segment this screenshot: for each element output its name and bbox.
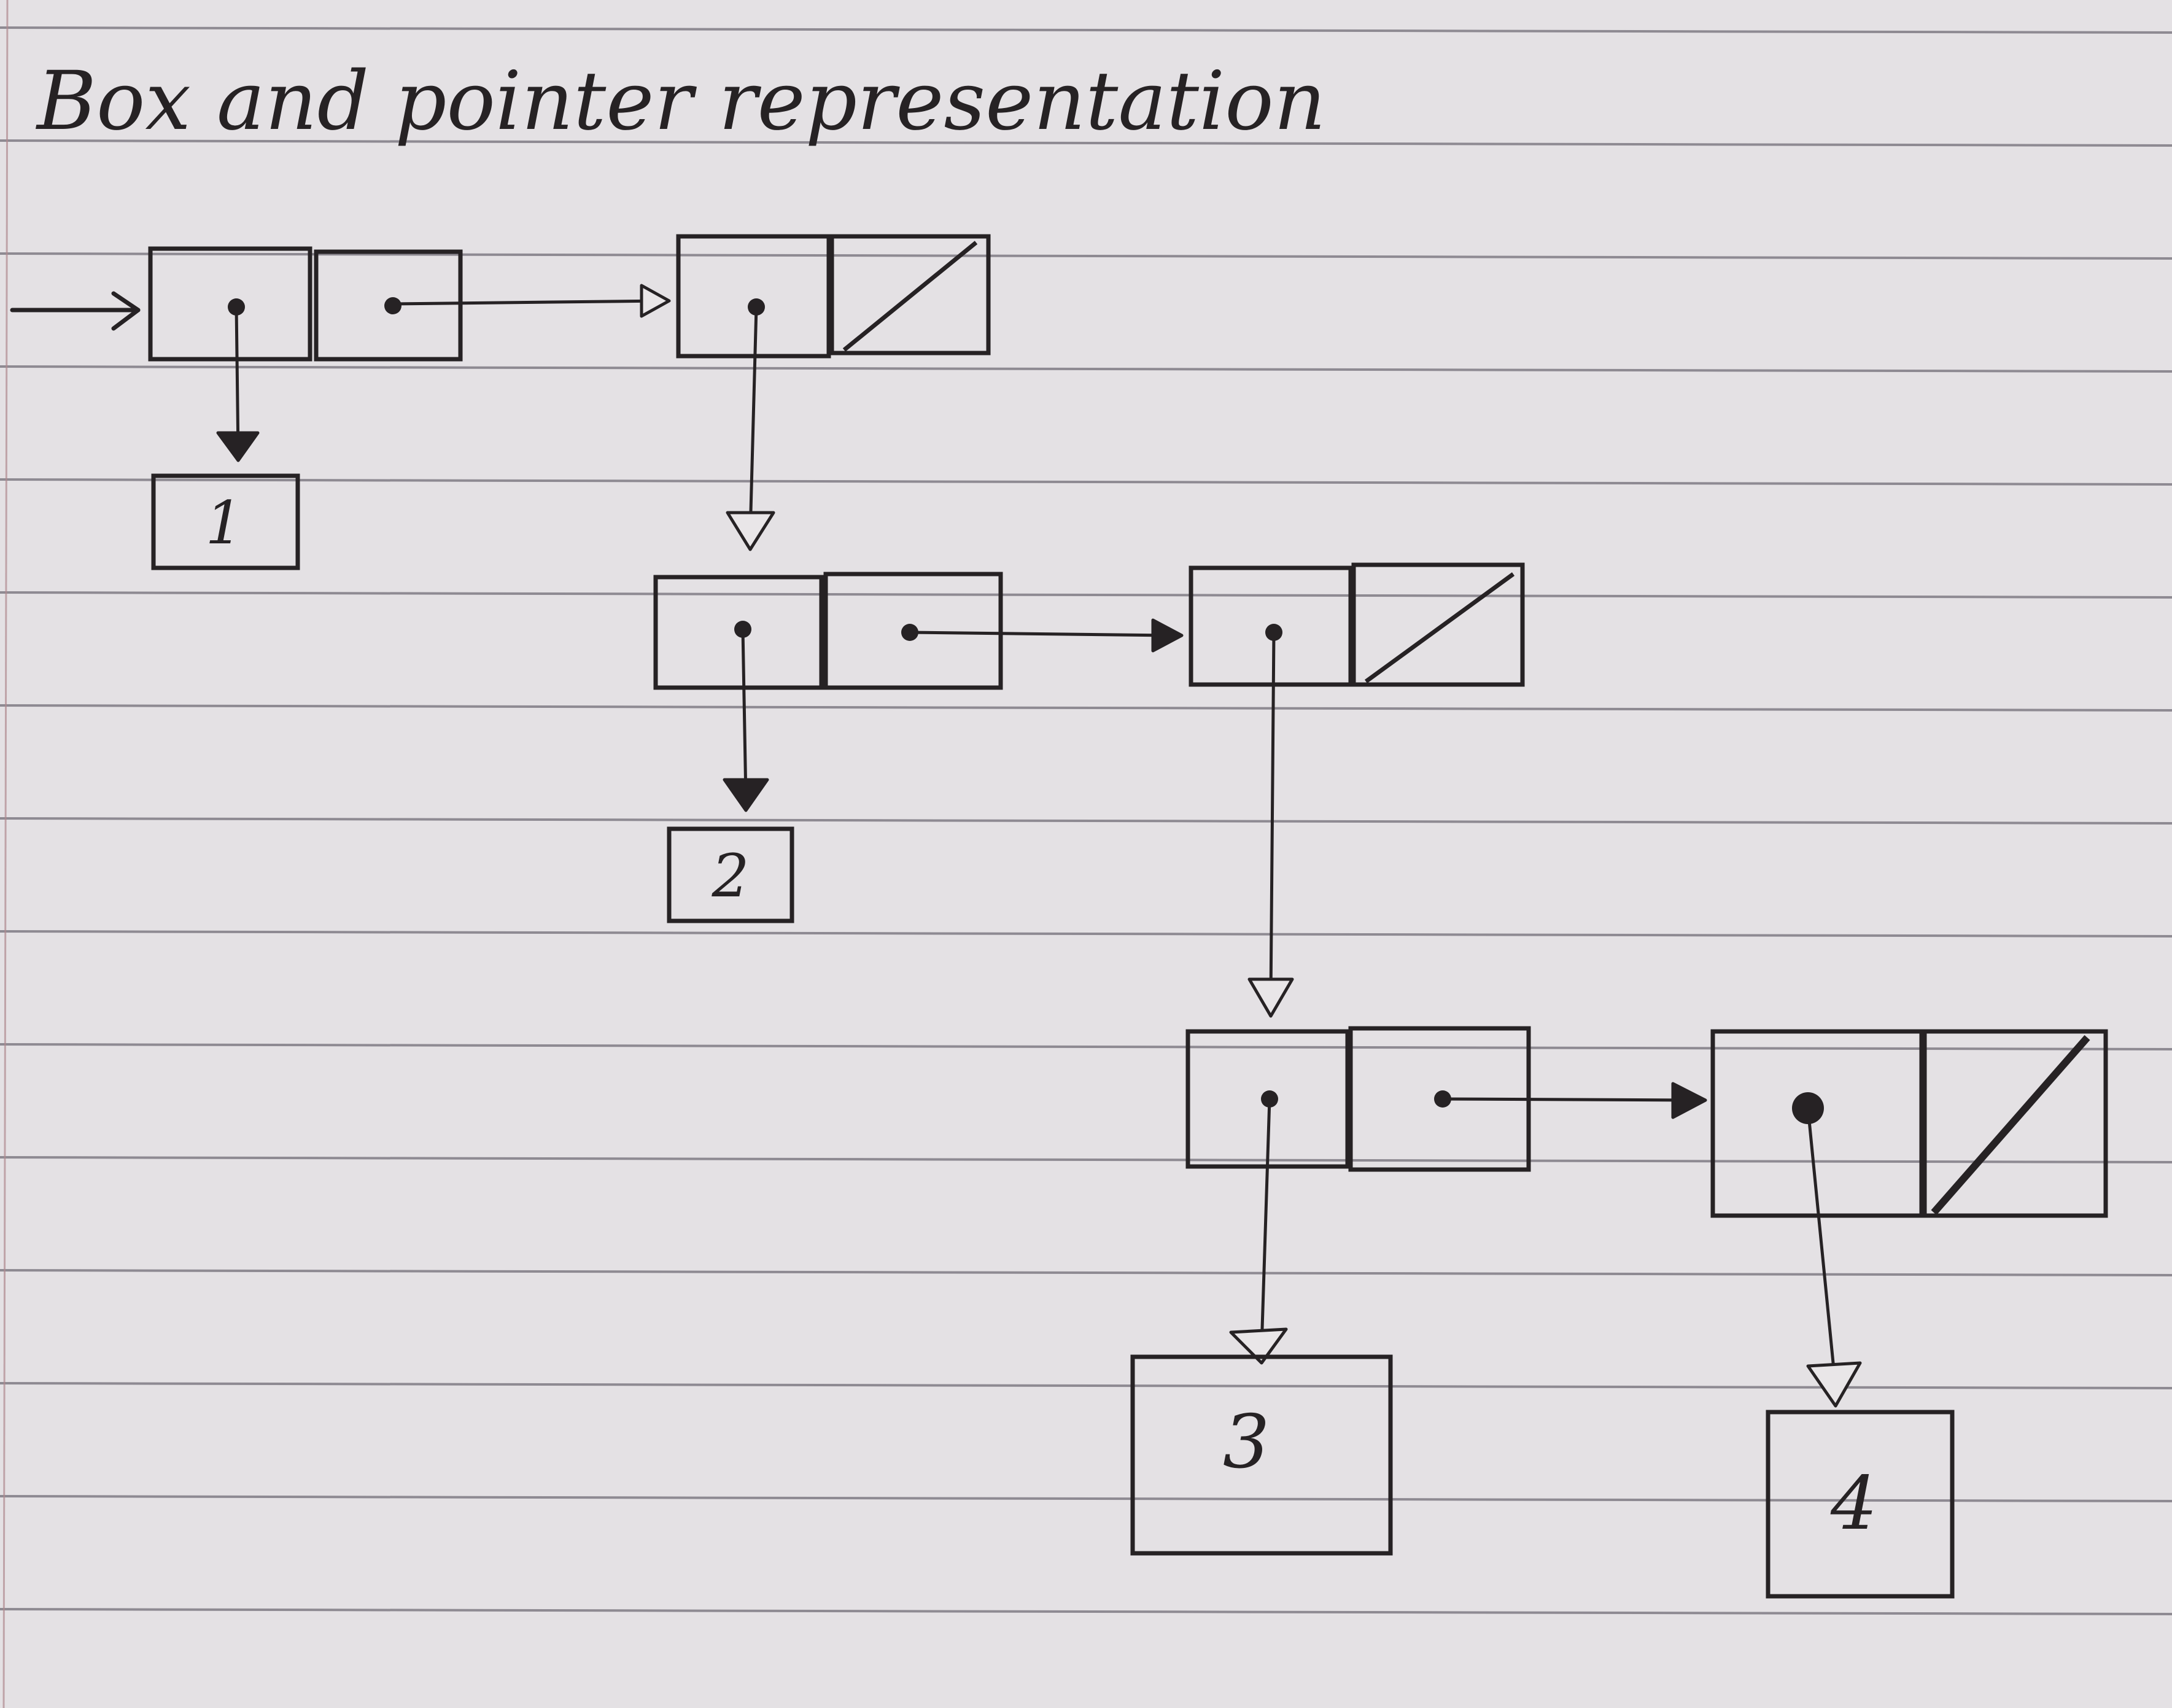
value-box-three	[1130, 1354, 1393, 1556]
ruled-line	[0, 704, 2172, 712]
value-one-label: 1	[205, 489, 242, 557]
ruled-line	[0, 139, 2172, 147]
pair-a-car-cell	[148, 246, 312, 362]
pair-c-car-cell	[653, 575, 824, 690]
margin-line	[2, 0, 9, 1708]
ruled-line	[0, 1156, 2172, 1163]
pair-box-c	[653, 572, 1003, 690]
ruled-line	[0, 817, 2172, 825]
arrow-a-cdr-to-b	[391, 284, 671, 318]
pair-f-cdr-cell	[1922, 1029, 2108, 1218]
pair-b-nil-slash	[842, 241, 978, 352]
pair-a-cdr-dot	[384, 297, 401, 314]
pair-d-car-cell	[1189, 565, 1353, 687]
diagram-title: Box and pointer representation	[36, 54, 1326, 149]
pair-box-d	[1189, 562, 1525, 687]
value-two-label: 2	[711, 842, 749, 910]
ruled-line	[0, 930, 2172, 937]
ruled-line	[0, 591, 2172, 599]
pair-c-cdr-cell	[823, 572, 1003, 690]
pair-b-cdr-cell	[829, 234, 991, 355]
pair-d-cdr-cell	[1351, 562, 1525, 687]
ruled-lines	[0, 26, 2172, 1615]
value-box-four	[1766, 1410, 1955, 1599]
ruled-line	[0, 1495, 2172, 1502]
arrow-e-cdr-to-f	[1441, 1082, 1707, 1119]
ruled-line	[0, 1043, 2172, 1050]
arrow-f-car-to-four	[1806, 1106, 1862, 1408]
arrow-d-car-to-e	[1247, 631, 1294, 1018]
ruled-line	[0, 252, 2172, 260]
ruled-line	[0, 26, 2172, 34]
arrow-c-cdr-to-d	[908, 618, 1184, 653]
arrow-e-car-to-three	[1229, 1097, 1288, 1365]
pair-a-cdr-cell	[314, 249, 463, 362]
pair-d-nil-slash	[1364, 572, 1515, 683]
ruled-line	[0, 478, 2172, 486]
ruled-line	[0, 1382, 2172, 1389]
pair-box-a	[148, 246, 463, 362]
value-box-two	[667, 826, 794, 923]
ruled-line	[0, 365, 2172, 373]
ruled-line	[0, 1608, 2172, 1615]
ruled-line	[0, 1269, 2172, 1276]
value-three-label: 3	[1223, 1400, 1270, 1485]
arrow-b-car-to-c	[726, 305, 775, 551]
value-four-label: 4	[1830, 1461, 1877, 1547]
pair-f-nil-slash	[1931, 1035, 2090, 1215]
arrow-a-car-to-one	[216, 305, 260, 462]
entry-pointer-arrow	[10, 291, 141, 331]
value-box-one	[151, 473, 300, 570]
arrow-c-car-to-two	[723, 627, 769, 812]
